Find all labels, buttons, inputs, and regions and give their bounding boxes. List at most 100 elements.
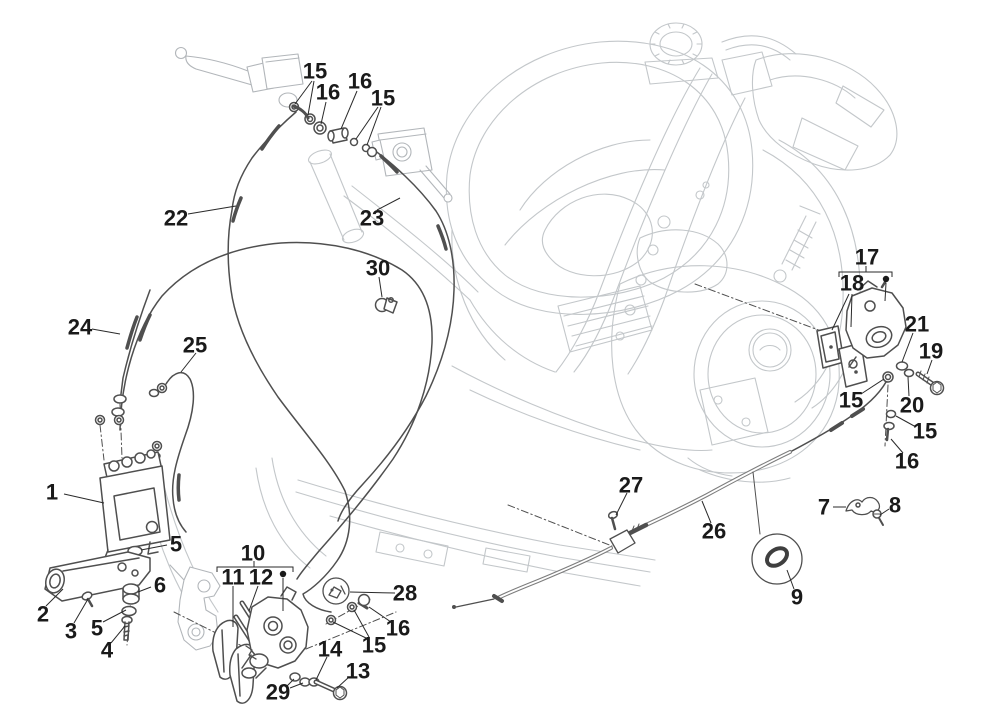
leader-19 (926, 359, 933, 375)
leader-22 (187, 205, 237, 215)
washer-29a (289, 672, 301, 682)
rear-brake-hose-23 (337, 149, 455, 522)
callout-6: 6 (154, 573, 166, 598)
chassis-artwork (147, 22, 898, 623)
engine (557, 229, 840, 483)
callout-8: 8 (889, 493, 901, 518)
leader-29-0 (286, 678, 295, 687)
callout-1: 1 (46, 480, 58, 505)
front-caliper-assembly (212, 586, 348, 704)
leader-5-lower (102, 609, 127, 623)
hose-clamp-30 (374, 297, 398, 314)
abs-inlet-hose-24 (94, 289, 163, 469)
leader-1 (63, 493, 105, 504)
leader-9 (786, 569, 795, 590)
front-fork-knuckle (169, 564, 221, 651)
leader-15-front-0 (332, 621, 367, 639)
rear-brake-line-26 (452, 381, 887, 609)
leader-15-handlebar-left-1 (307, 80, 315, 116)
engine-emblem (748, 328, 792, 372)
callout-18: 18 (840, 271, 864, 296)
leader-28 (349, 591, 396, 594)
leader-6 (137, 586, 152, 593)
callout-15-handlebar-left: 15 (303, 59, 327, 84)
leader-3 (73, 598, 89, 624)
callout-13: 13 (346, 659, 370, 684)
callout-25: 25 (183, 333, 207, 358)
leader-27 (615, 492, 628, 516)
washer-20 (903, 368, 915, 378)
leader-29-1 (289, 682, 304, 689)
callout-17: 17 (855, 245, 879, 270)
cable-adjuster (609, 529, 636, 554)
callout-26: 26 (702, 519, 726, 544)
leader-13 (336, 676, 350, 689)
callout-16-handlebar-right: 16 (348, 69, 372, 94)
front-master-cylinder (174, 46, 304, 108)
leader-20 (907, 376, 910, 397)
leader-25 (180, 352, 197, 373)
callout-24: 24 (68, 315, 93, 340)
callout-4: 4 (101, 638, 114, 663)
front-caliper-10 (246, 596, 309, 669)
banjo-bolt-16-front (357, 593, 371, 607)
abs-outlet-hose-25 (148, 372, 195, 533)
callout-12: 12 (249, 565, 273, 590)
callout-16-front: 16 (386, 616, 410, 641)
callout-27: 27 (619, 473, 643, 498)
washer-5-lower (121, 605, 137, 617)
callout-5-upper: 5 (170, 532, 182, 557)
callout-16-handlebar-left: 16 (316, 80, 340, 105)
callout-16-rear: 16 (895, 449, 919, 474)
rear-caliper-assembly (816, 277, 907, 388)
leader-18-1 (850, 293, 853, 328)
bolt-4 (121, 615, 133, 625)
callout-15-rear-lower: 15 (913, 419, 937, 444)
leader-16-handlebar-right (340, 90, 358, 130)
dot-front-caliper (279, 570, 287, 578)
callout-30: 30 (366, 256, 390, 281)
callout-3: 3 (65, 619, 77, 644)
callout-19: 19 (919, 339, 943, 364)
delivery-hose-loop-24 (119, 241, 433, 580)
callout-9: 9 (791, 585, 803, 610)
leader-5-upper (140, 544, 168, 551)
callout-28: 28 (393, 581, 417, 606)
leader-8 (879, 508, 890, 516)
callout-15-rear-upper: 15 (839, 388, 863, 413)
frame-spars (343, 67, 769, 446)
callout-20: 20 (900, 393, 924, 418)
detail-circle-28 (322, 577, 350, 605)
helmet-bucket (445, 40, 754, 373)
dot-rear-caliper (882, 275, 890, 283)
leader-24 (91, 328, 121, 335)
callout-14: 14 (318, 637, 343, 662)
bracket-10 (216, 566, 294, 572)
callout-7: 7 (818, 495, 830, 520)
leader-15-front-1 (353, 609, 370, 638)
callout-29: 29 (266, 680, 290, 705)
rear-banjo-hardware (882, 361, 945, 442)
cable-clamp-7-8 (845, 496, 884, 526)
front-banjo-fittings (325, 593, 371, 626)
grommet-9 (765, 546, 789, 568)
leader-15-handlebar-right-1 (366, 106, 382, 146)
front-brake-hose-22 (227, 111, 351, 613)
tail-section (721, 35, 898, 171)
leader-15-rear-upper (860, 378, 885, 395)
callout-5-lower: 5 (91, 616, 103, 641)
leader-12 (248, 585, 259, 612)
rear-master-cylinder (371, 127, 453, 203)
underbody-and-floor (255, 365, 713, 587)
dot-rear-caliper-stem (884, 282, 887, 302)
leader-21 (901, 332, 914, 363)
leader-15-handlebar-right-0 (355, 106, 379, 140)
callout-15-handlebar-right: 15 (371, 86, 395, 111)
handlebar-fittings (288, 101, 378, 158)
callout-21: 21 (905, 312, 929, 337)
washer-15-rear (885, 409, 897, 419)
washer-21 (895, 361, 909, 371)
